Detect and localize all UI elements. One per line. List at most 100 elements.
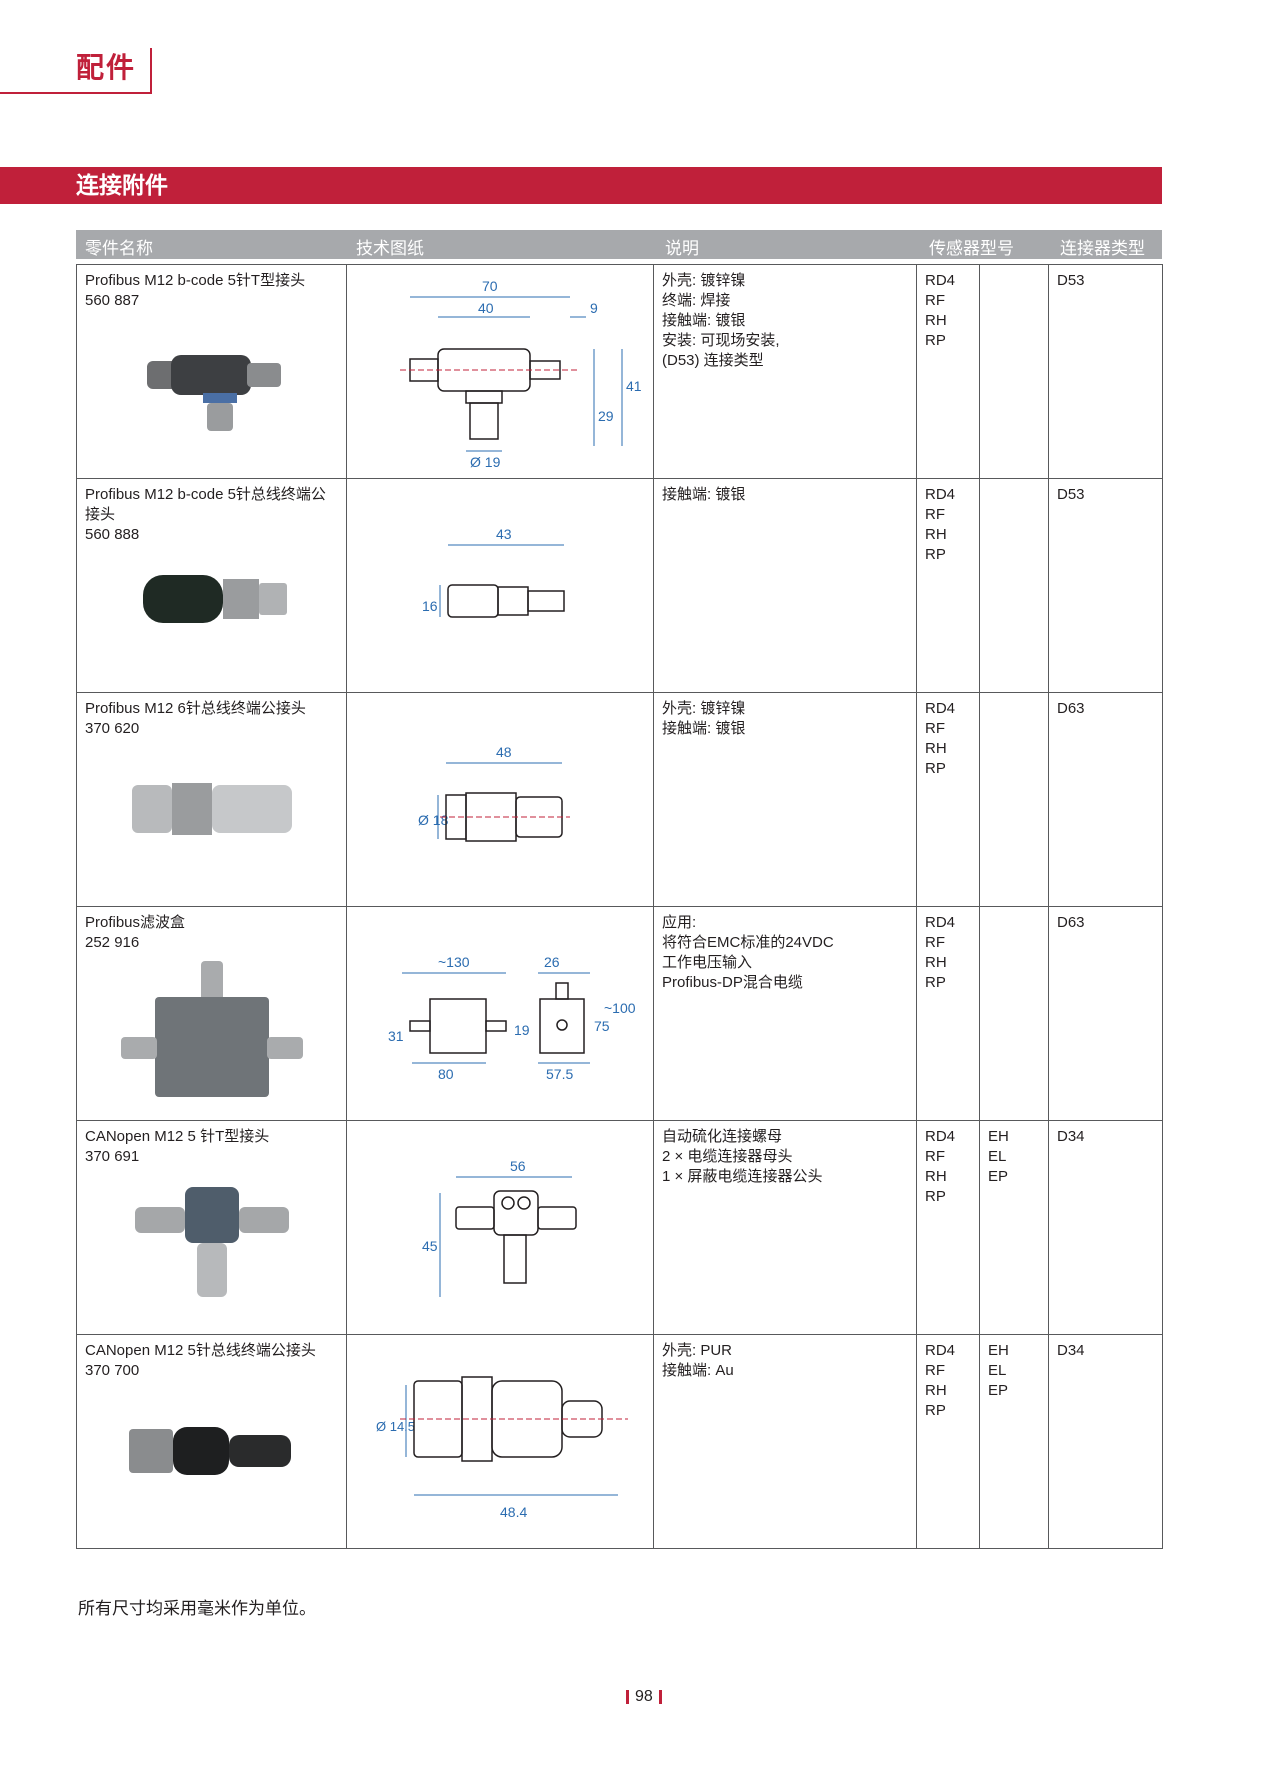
description-line: 安装: 可现场安装, [662, 332, 780, 349]
description-line: Profibus-DP混合电缆 [662, 974, 803, 991]
connector-type-cell: D34 [1048, 1120, 1163, 1335]
sensor-model: RD4 [925, 914, 956, 931]
header-rule-vertical [150, 48, 152, 94]
dim-label: 19 [514, 1022, 530, 1038]
page-number-mark [626, 1689, 629, 1704]
product-photo [131, 783, 292, 835]
dim-label: 41 [626, 378, 642, 394]
part-name: CANopen M12 5针总线终端公接头 [85, 1342, 316, 1359]
dim-label: Ø 19 [470, 454, 501, 470]
description-line: 自动硫化连接螺母 [662, 1128, 783, 1145]
connector-type-cell: D34 [1048, 1334, 1163, 1549]
dim-label: 70 [482, 278, 498, 294]
description-line: 外壳: PUR [662, 1342, 733, 1359]
sensor-model: EH [988, 1342, 1009, 1359]
dim-label: ~100 [604, 1000, 636, 1016]
table-row: Profibus M12 b-code 5针T型接头 560 887 70 [76, 264, 1163, 479]
connector-type-cell: D63 [1048, 692, 1163, 907]
description-line: 外壳: 镀锌镍 [662, 700, 746, 717]
drawing-cell: ~130 26 31 19 75 ~100 80 57.5 [346, 906, 654, 1121]
col-header-part-name: 零件名称 [85, 239, 153, 258]
sensor-model-cell-2 [979, 692, 1049, 907]
table-row: CANopen M12 5针总线终端公接头 370 700 48.4 Ø 14.… [76, 1334, 1163, 1549]
description-line: 终端: 焊接 [662, 292, 731, 309]
dim-label: 45 [422, 1238, 438, 1254]
parts-table: Profibus M12 b-code 5针T型接头 560 887 70 [76, 264, 1163, 1549]
sensor-model: EP [988, 1168, 1009, 1185]
technical-drawing: 70 40 9 29 41 Ø 19 [400, 278, 642, 470]
product-photo [128, 1427, 291, 1475]
sensor-model-cell: RD4 RF RH RP [916, 906, 980, 1121]
sensor-model: RP [925, 1402, 946, 1419]
sensor-model-cell: RD4 RF RH RP [916, 1334, 980, 1549]
sensor-model: RP [925, 546, 946, 563]
page-number-mark [658, 1689, 662, 1704]
part-name-cell: Profibus M12 b-code 5针总线终端公接头 560 888 [76, 478, 347, 693]
col-header-sensor-model: 传感器型号 [929, 239, 1014, 258]
dim-label: 26 [544, 954, 560, 970]
sensor-model: RP [925, 1188, 946, 1205]
description-line: (D53) 连接类型 [662, 352, 764, 369]
part-name-cell: Profibus M12 6针总线终端公接头 370 620 [76, 692, 347, 907]
sensor-model-cell-2: EH EL EP [979, 1120, 1049, 1335]
col-header-connector-type: 连接器类型 [1060, 239, 1145, 258]
sensor-model: RF [925, 1362, 945, 1379]
description-line: 接触端: Au [662, 1362, 734, 1379]
product-photo [134, 1187, 289, 1297]
sensor-model: RF [925, 506, 945, 523]
description-line: 接触端: 镀银 [662, 720, 746, 737]
part-number: 370 620 [85, 720, 140, 737]
table-row: Profibus M12 b-code 5针总线终端公接头 560 888 43… [76, 478, 1163, 693]
part-name-cell: Profibus M12 b-code 5针T型接头 560 887 [76, 264, 347, 479]
dim-label: 16 [422, 598, 438, 614]
dim-label: 80 [438, 1066, 454, 1082]
dim-label: Ø 14.5 [376, 1419, 415, 1434]
technical-drawing: 56 45 [422, 1158, 577, 1297]
dim-label: ~130 [438, 954, 470, 970]
table-column-headers: 零件名称 技术图纸 说明 传感器型号 连接器类型 [76, 230, 1162, 259]
description-line: 1 × 屏蔽电缆连接器公头 [662, 1168, 823, 1185]
description-cell: 外壳: 镀锌镍 接触端: 镀银 [653, 692, 917, 907]
description-line: 将符合EMC标准的24VDC [662, 934, 834, 951]
page-number-value: 98 [635, 1688, 653, 1705]
dim-label: 75 [594, 1018, 610, 1034]
sensor-model: RP [925, 760, 946, 777]
sensor-model-cell-2 [979, 906, 1049, 1121]
dim-label: Ø 18 [418, 812, 449, 828]
drawing-cell: 48.4 Ø 14.5 [346, 1334, 654, 1549]
description-cell: 应用: 将符合EMC标准的24VDC 工作电压输入 Profibus-DP混合电… [653, 906, 917, 1121]
sensor-model: EL [988, 1148, 1007, 1165]
connector-type-cell: D63 [1048, 906, 1163, 1121]
dim-label: 9 [590, 300, 598, 316]
description-line: 外壳: 镀锌镍 [662, 272, 746, 289]
sensor-model: RH [925, 1382, 947, 1399]
sensor-model: RD4 [925, 700, 956, 717]
product-photo [142, 575, 287, 623]
col-header-drawing: 技术图纸 [356, 239, 424, 258]
description-line: 2 × 电缆连接器母头 [662, 1148, 793, 1165]
sensor-model: RF [925, 934, 945, 951]
part-number: 252 916 [85, 934, 140, 951]
part-name: Profibus滤波盒 [85, 914, 186, 931]
drawing-cell: 48 Ø 18 [346, 692, 654, 907]
dim-label: 29 [598, 408, 614, 424]
sensor-model: RH [925, 1168, 947, 1185]
drawing-cell: 56 45 [346, 1120, 654, 1335]
description-cell: 自动硫化连接螺母 2 × 电缆连接器母头 1 × 屏蔽电缆连接器公头 [653, 1120, 917, 1335]
col-header-description: 说明 [665, 239, 699, 258]
sensor-model-cell: RD4 RF RH RP [916, 264, 980, 479]
part-name: CANopen M12 5 针T型接头 [85, 1128, 270, 1145]
description-cell: 外壳: 镀锌镍 终端: 焊接 接触端: 镀银 安装: 可现场安装, (D53) … [653, 264, 917, 479]
sensor-model: RD4 [925, 486, 956, 503]
sensor-model-cell: RD4 RF RH RP [916, 1120, 980, 1335]
drawing-cell: 43 16 [346, 478, 654, 693]
dim-label: 43 [496, 526, 512, 542]
sensor-model: EP [988, 1382, 1009, 1399]
sensor-model: RH [925, 954, 947, 971]
sensor-model: RF [925, 720, 945, 737]
description-line: 工作电压输入 [662, 954, 753, 971]
sensor-model: RF [925, 292, 945, 309]
technical-drawing: 43 16 [422, 526, 565, 618]
part-number: 370 691 [85, 1148, 140, 1165]
table-row: Profibus M12 6针总线终端公接头 370 620 48 Ø 18 [76, 692, 1163, 907]
